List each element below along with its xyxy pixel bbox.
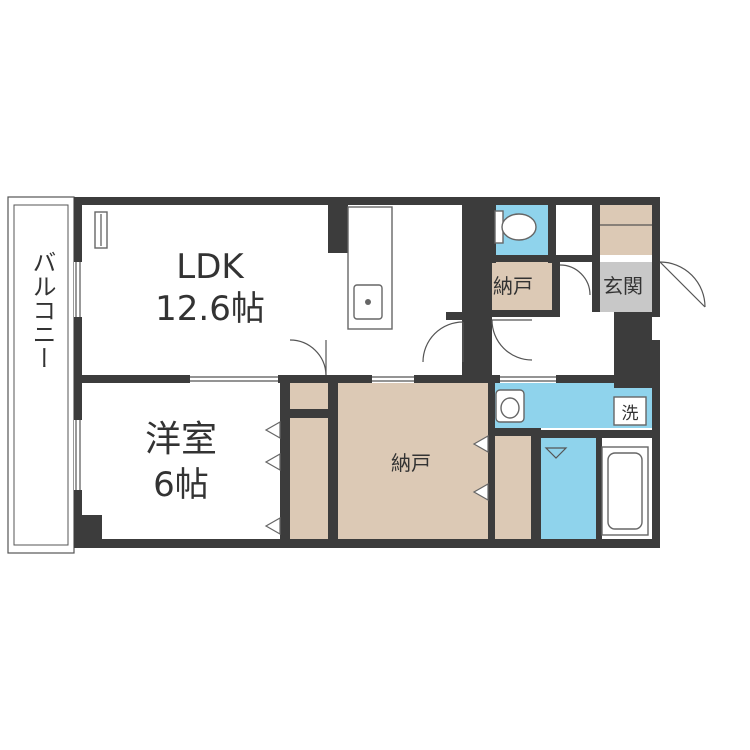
western-room-floor [82, 383, 280, 539]
balcony-label: バルコニー [28, 250, 56, 370]
ldk-floor [82, 205, 470, 375]
closet-hall-top [290, 383, 328, 409]
ldk-label: LDK [176, 247, 245, 287]
washer-pan [613, 396, 647, 426]
windows [74, 262, 556, 490]
closet-western [290, 418, 328, 539]
balcony [7, 196, 75, 554]
closet-markers [264, 420, 489, 536]
washer-label: 洗 [622, 404, 639, 424]
kitchen-counter [347, 206, 393, 330]
storage-room-floor [338, 383, 488, 539]
bathtub [601, 446, 649, 536]
door-swings [289, 261, 706, 459]
closet-storage-right [495, 430, 531, 539]
entrance-label: 玄関 [603, 274, 643, 298]
bath-floor [541, 438, 596, 539]
toilet-fixture [494, 210, 537, 244]
western-room-size-label: 6帖 [153, 465, 209, 505]
western-room-label: 洋室 [145, 419, 217, 460]
ldk-size-label: 12.6帖 [155, 289, 265, 329]
wash-basin [495, 389, 525, 423]
storage-room-label: 納戸 [391, 451, 431, 475]
aircon-unit [94, 211, 108, 249]
outer-walls [74, 197, 660, 548]
entrance-floor [592, 262, 652, 312]
small-storage-label: 納戸 [493, 274, 533, 298]
shoe-cabinet [600, 205, 652, 255]
